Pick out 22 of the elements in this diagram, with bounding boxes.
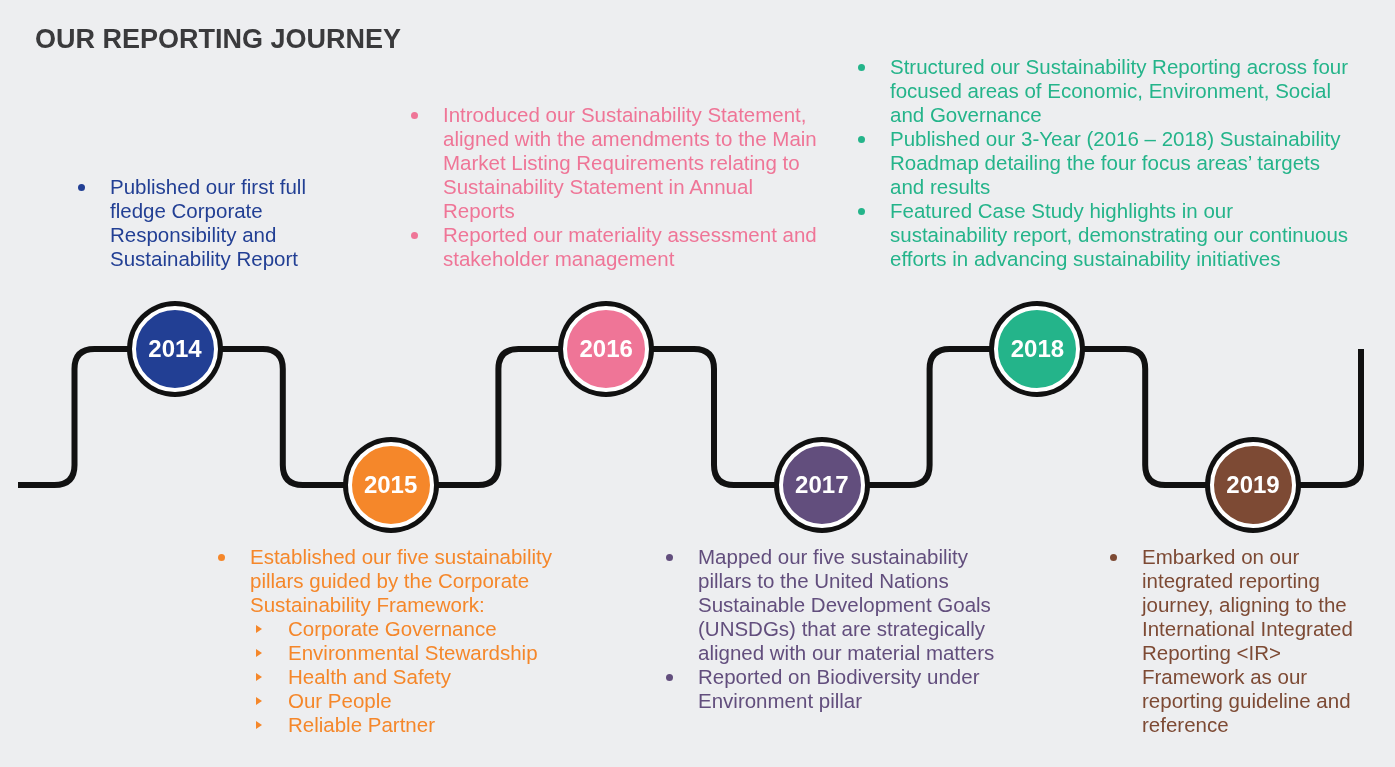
bullet-item: Embarked on our integrated reporting journey, aligning to the International Integrated Reporting <IR> Framework as our reporting guideline and reference <box>1107 545 1362 737</box>
bullet-item: Published our 3-Year (2016 – 2018) Sustainability Roadmap detailing the four focus areas’ targets and results <box>855 127 1355 199</box>
bullet-item: Established our five sustainability pillars guided by the Corporate Sustainability Framework: <box>215 545 595 617</box>
sub-bullet-item: Our People <box>253 689 595 713</box>
bullet-item: Published our first full fledge Corporate Responsibility and Sustainability Report <box>75 175 320 271</box>
bullet-item: Introduced our Sustainability Statement, aligned with the amendments to the Main Market Listing Requirements relating to Sustainability Statement in Annual Reports <box>408 103 818 223</box>
year-label: 2017 <box>795 471 849 499</box>
sub-bullet-item: Reliable Partner <box>253 713 595 737</box>
sub-bullet-item: Health and Safety <box>253 665 595 689</box>
year-label: 2018 <box>1010 335 1065 363</box>
bullet-item: Reported our materiality assessment and stakeholder management <box>408 223 818 271</box>
year-label: 2019 <box>1226 471 1280 499</box>
year-label: 2014 <box>148 335 202 363</box>
bullet-item: Featured Case Study highlights in our sustainability report, demonstrating our continuous efforts in advancing sustainability initiatives <box>855 199 1355 271</box>
bullet-item: Structured our Sustainability Reporting across four focused areas of Economic, Environment, Social and Governance <box>855 55 1355 127</box>
sub-bullet-item: Environmental Stewardship <box>253 641 595 665</box>
title: OUR REPORTING JOURNEY <box>35 24 402 55</box>
sub-bullet-item: Corporate Governance <box>253 617 595 641</box>
year-label: 2015 <box>363 471 418 499</box>
bullet-item: Reported on Biodiversity under Environment pillar <box>663 665 1003 713</box>
year-label: 2016 <box>579 335 633 363</box>
bullet-item: Mapped our five sustainability pillars to the United Nations Sustainable Development Goals (UNSDGs) that are strategically aligned with our material matters <box>663 545 1003 665</box>
